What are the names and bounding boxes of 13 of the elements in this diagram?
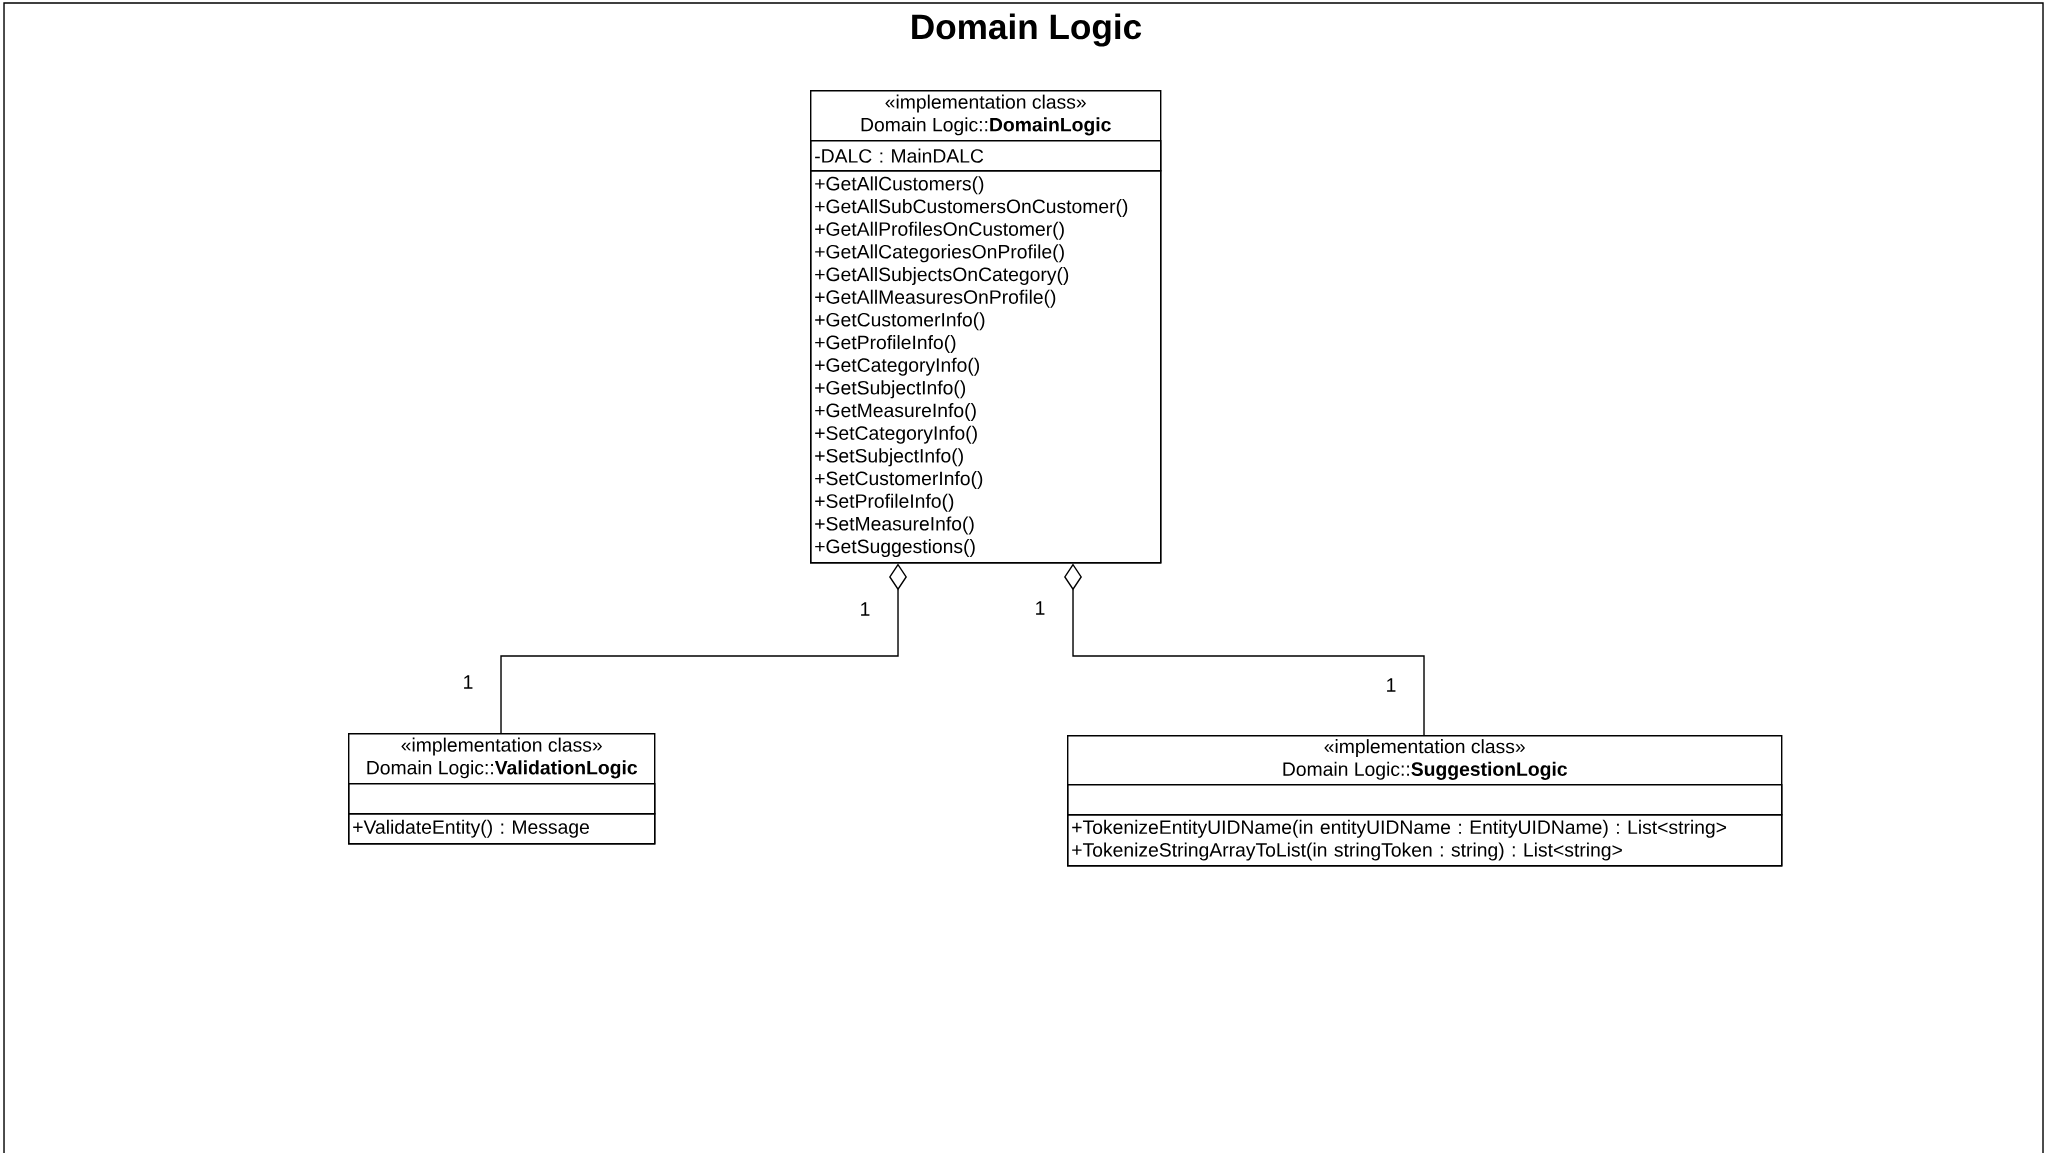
- aggregation-line: [1064, 563, 1425, 736]
- aggregation-line: [500, 563, 907, 734]
- multiplicity-label: 1: [464, 675, 473, 689]
- attribute-compartment: -DALC : MainDALC: [810, 140, 1162, 172]
- empty-compartment: [1067, 784, 1783, 816]
- operation-compartment: +ValidateEntity() : Message: [348, 813, 656, 845]
- multiplicity-label: 1: [1387, 678, 1396, 692]
- multiplicity-label: 1: [1036, 601, 1045, 615]
- empty-compartment: [348, 783, 656, 815]
- diagram-title: Domain Logic: [912, 13, 1142, 47]
- operation-compartment: +TokenizeEntityUIDName(in entityUIDName : EntityUIDName) : List<string> +TokenizeStringArrayToList(in stringToken : string) : List<string>: [1067, 814, 1783, 867]
- multiplicity-label: 1: [861, 602, 870, 616]
- operation-compartment: +GetAllCustomers() +GetAllSubCustomersOnCustomer() +GetAllProfilesOnCustomer() +GetAllCategoriesOnProfile() +GetAllSubjectsOnCategory() +GetAllMeasuresOnProfile() +GetCustomerInfo() +GetProfileInfo() +GetCategoryInfo() +GetSubjectInfo() +GetMeasureInfo() +SetCategoryInfo() +SetSubjectInfo() +SetCustomerInfo() +SetProfileInfo() +SetMeasureInfo() +GetSuggestions(): [810, 170, 1162, 564]
